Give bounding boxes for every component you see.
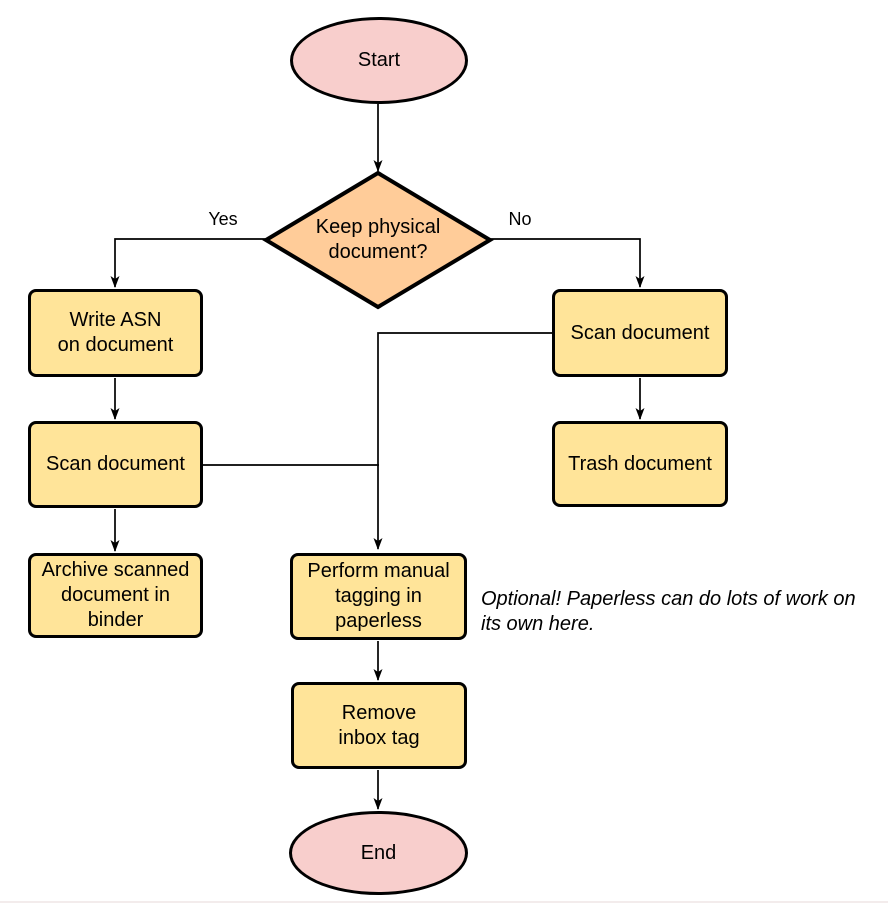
edge-label-yes: Yes <box>208 209 238 229</box>
node-write-asn-on-document: Write ASN on document <box>28 289 203 377</box>
decision-label: Keep physical document? <box>315 216 441 263</box>
scan-document-right-label: Scan document <box>570 321 710 344</box>
tagging-label: Perform manual tagging in paperless <box>307 560 450 632</box>
node-scan-document-right: Scan document <box>552 289 728 377</box>
scan-document-left-label: Scan document <box>46 453 185 475</box>
write-asn-label: Write ASN on document <box>57 309 174 356</box>
node-perform-manual-tagging: Perform manual tagging in paperless <box>290 553 467 640</box>
edge-decision-yes-to-write-asn <box>110 238 266 288</box>
decision-diamond-shape <box>262 170 494 310</box>
trash-document-label: Trash document <box>568 452 712 475</box>
node-trash-document: Trash document <box>552 421 728 507</box>
start-label: Start <box>357 49 401 71</box>
node-start-terminator: Start <box>290 17 468 104</box>
end-label: End <box>360 841 397 864</box>
edge-decision-no-to-scan-right <box>490 238 645 288</box>
node-archive-scanned-document: Archive scanned document in binder <box>28 553 203 638</box>
node-decision-keep-physical-document: Keep physical document? <box>283 215 473 265</box>
edge-label-no: No <box>508 209 532 229</box>
edge-scan-right-to-tagging <box>373 332 552 550</box>
node-scan-document-left: Scan document <box>28 421 203 508</box>
optional-note: Optional! Paperless can do lots of work … <box>481 588 856 635</box>
bottom-border-line <box>0 901 888 903</box>
node-remove-inbox-tag: Remove inbox tag <box>291 682 467 769</box>
archive-label: Archive scanned document in binder <box>41 559 190 631</box>
node-end-terminator: End <box>289 811 468 895</box>
remove-inbox-tag-label: Remove inbox tag <box>338 701 420 749</box>
